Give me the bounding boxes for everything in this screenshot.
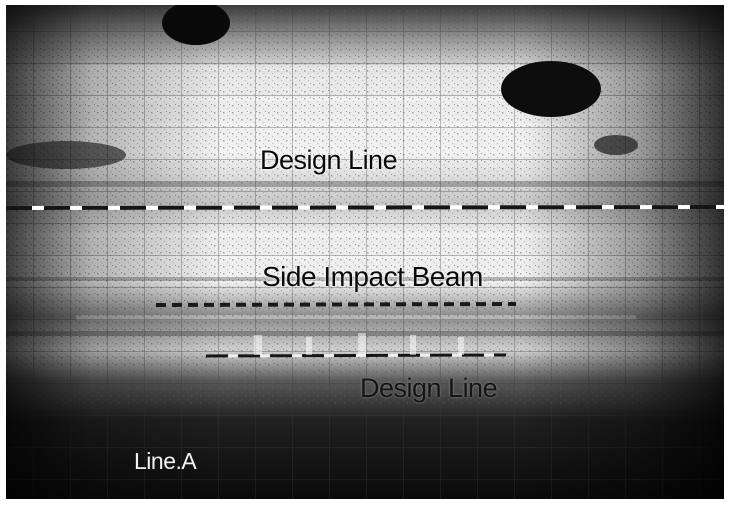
side-impact-photo: Design Line Side Impact Beam Design Line…: [6, 5, 724, 499]
photo-graphic: [6, 5, 724, 499]
side-impact-beam-label: Side Impact Beam: [262, 261, 483, 292]
design-line-bottom-label: Design Line: [360, 373, 498, 403]
line-a-label: Line.A: [134, 448, 197, 474]
design-line-top-label: Design Line: [260, 145, 398, 175]
